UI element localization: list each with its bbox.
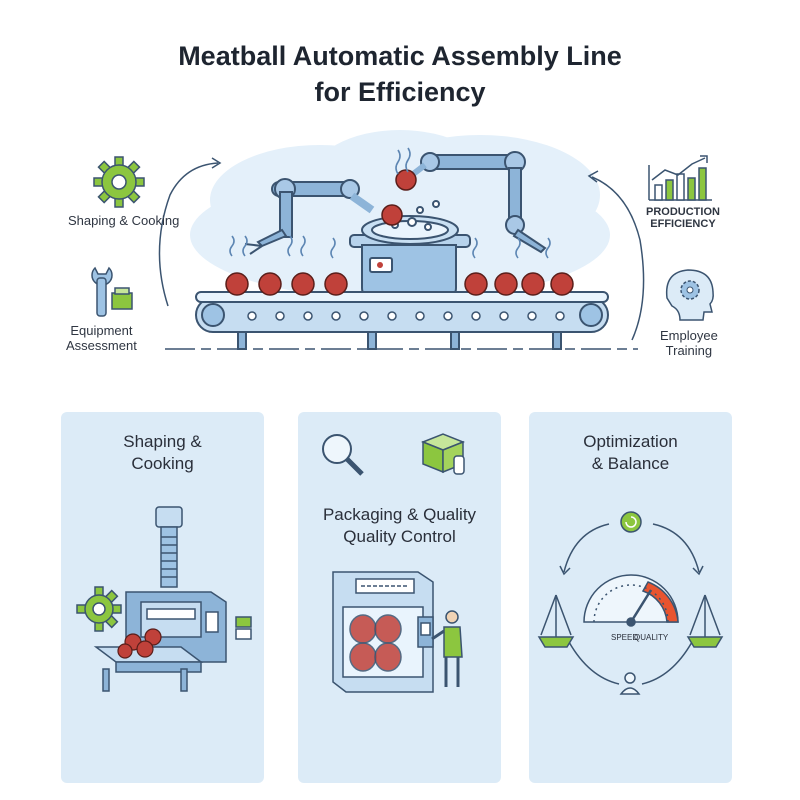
shaping-machine-illustration (76, 506, 252, 692)
panel-1-title-line1: Shaping & (123, 432, 202, 451)
panel-1-title: Shaping & Cooking (61, 431, 264, 475)
gauge-speed-label: SPEED (611, 633, 638, 642)
panel-2-title-line1: Packaging & Quality (322, 505, 477, 524)
panel-packaging-quality: Packaging & Quality Quality Control (298, 412, 501, 783)
page-title: Meatball Automatic Assembly Line for Eff… (0, 38, 800, 110)
right-scale-icon (686, 594, 724, 648)
cycle-arrows (559, 523, 704, 685)
label-equipment-assessment: Equipment Assessment (66, 323, 137, 353)
shaped-meatballs (117, 628, 162, 659)
wrench-icon (91, 266, 133, 317)
panel-2-title: Packaging & Quality Quality Control (298, 504, 501, 548)
panel-3-title: Optimization & Balance (529, 431, 732, 475)
label-employee-line1: Employee (660, 328, 718, 343)
speed-quality-gauge: SPEED QUALITY (583, 574, 679, 642)
panel-2-icons (322, 433, 466, 476)
user-icon (619, 672, 641, 695)
panel-shaping-cooking: Shaping & Cooking (61, 412, 264, 783)
left-scale-icon (537, 594, 575, 648)
packaging-machine-illustration (332, 571, 463, 693)
label-employee-line2: Training (665, 343, 713, 358)
balance-illustration: SPEED QUALITY (537, 511, 724, 695)
worker-figure (431, 610, 463, 687)
label-production-efficiency: PRODUCTION EFFICIENCY (646, 206, 720, 230)
conveyor-belt (195, 291, 609, 350)
gear-icon (76, 586, 122, 632)
panel-1-title-line2: Cooking (131, 454, 194, 473)
label-equipment-line1: Equipment (70, 323, 133, 338)
title-line-2: for Efficiency (314, 77, 486, 107)
gauge-quality-label: QUALITY (634, 633, 669, 642)
label-shaping-cooking: Shaping & Cooking (68, 213, 179, 228)
panel-optimization-balance: Optimization & Balance SPEED QUALITY (529, 412, 732, 783)
left-robot-arm (244, 178, 375, 255)
label-employee-training: Employee Training (660, 328, 718, 358)
head-gear-icon (665, 269, 714, 321)
magnifier-icon (322, 434, 364, 476)
falling-meatballs (381, 169, 417, 226)
label-shaping-cooking-text: Shaping & Cooking (68, 213, 180, 228)
label-equipment-line2: Assessment (66, 338, 137, 353)
refresh-icon (620, 511, 642, 533)
meatballs-on-belt (225, 272, 574, 296)
panel-3-title-line2: & Balance (591, 454, 670, 473)
title-line-1: Meatball Automatic Assembly Line (178, 41, 622, 71)
bar-chart-icon (648, 155, 712, 201)
assembly-line-illustration (91, 130, 714, 350)
steam-lines (229, 147, 551, 259)
right-robot-arm (406, 151, 547, 254)
flow-arrows (158, 157, 645, 341)
gear-icon (93, 156, 145, 208)
label-production-line2: EFFICIENCY (650, 218, 716, 230)
panel-2-title-line2: Quality Control (343, 527, 456, 546)
panel-3-title-line1: Optimization (583, 432, 678, 451)
package-check-icon (420, 433, 466, 475)
label-production-line1: PRODUCTION (646, 206, 720, 218)
